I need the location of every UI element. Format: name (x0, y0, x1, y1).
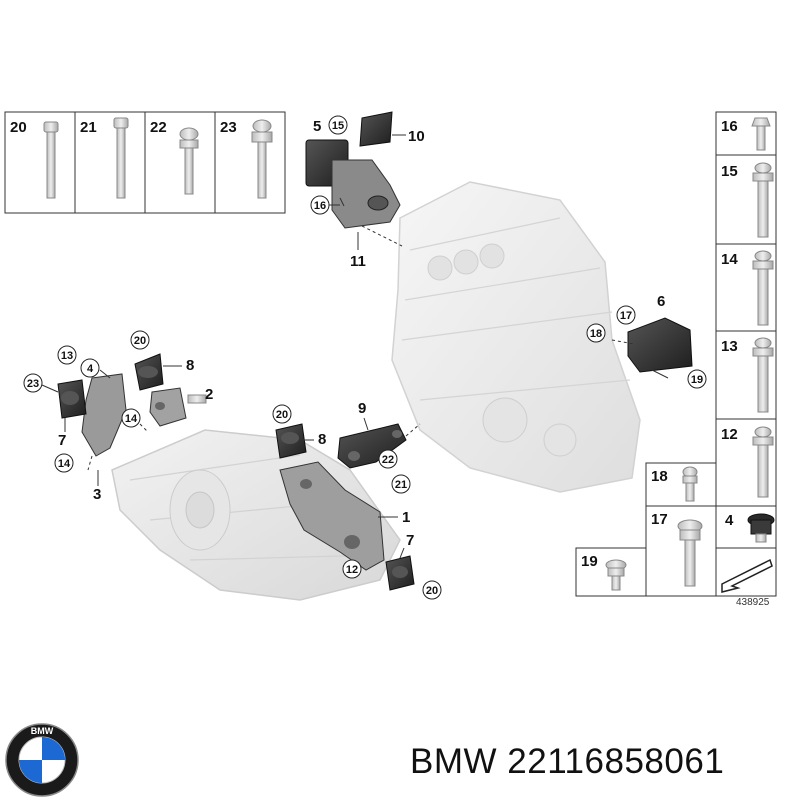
right-mount-assembly (611, 317, 693, 379)
callout-8a: 8 (186, 357, 194, 374)
bottom-right-panel: 18 4 17 19 (575, 462, 777, 597)
svg-text:20: 20 (276, 409, 288, 421)
svg-text:20: 20 (134, 335, 146, 347)
svg-text:19: 19 (691, 374, 703, 386)
callout-circle-20a: 20 (130, 330, 150, 350)
panel-label-4: 4 (725, 512, 734, 529)
part-caption: BMW 22116858061 (410, 742, 725, 781)
callout-circle-13: 13 (57, 345, 77, 365)
svg-text:23: 23 (27, 378, 39, 390)
svg-text:13: 13 (61, 350, 73, 362)
callout-5: 5 (313, 118, 321, 135)
bolt-17-image (677, 519, 703, 587)
svg-text:20: 20 (426, 585, 438, 597)
panel-label-17: 17 (651, 511, 668, 528)
callout-8b: 8 (318, 431, 326, 448)
svg-text:14: 14 (58, 458, 71, 470)
callout-circle-16: 16 (310, 195, 340, 215)
right-panel-label-14: 14 (721, 251, 738, 268)
engine-block (391, 181, 641, 493)
callout-circle-18: 18 (586, 323, 606, 343)
panel-label-19: 19 (581, 553, 598, 570)
svg-text:16: 16 (314, 200, 326, 212)
callout-circle-12: 12 (342, 559, 362, 579)
callout-6: 6 (657, 293, 665, 310)
svg-text:BMW: BMW (31, 726, 54, 736)
callout-7a: 7 (58, 432, 66, 449)
callout-3: 3 (93, 486, 101, 503)
bolt-14-image (752, 250, 774, 326)
callout-7b: 7 (406, 532, 414, 549)
callout-2: 2 (205, 386, 213, 403)
bolt-panel-label-23: 23 (220, 119, 237, 136)
bolt-13-image (752, 337, 774, 413)
right-panel-label-12: 12 (721, 426, 738, 443)
callout-11: 11 (350, 253, 366, 270)
bolt-21-image (113, 117, 129, 199)
bolt-15-image (752, 162, 774, 238)
bolt-panel-label-22: 22 (150, 119, 167, 136)
bolt-panel-label-21: 21 (80, 119, 97, 136)
svg-text:18: 18 (590, 328, 602, 340)
bolt-22-image (179, 127, 199, 195)
callout-circle-23: 23 (23, 373, 59, 393)
bolt-20-image (43, 121, 59, 199)
callout-circle-4: 4 (80, 358, 100, 378)
bmw-logo: BMW (5, 723, 79, 797)
bolt-18-image (682, 466, 698, 502)
right-panel-label-15: 15 (721, 163, 738, 180)
center-mount-assembly (275, 423, 421, 469)
callout-circle-19: 19 (687, 369, 707, 389)
svg-text:4: 4 (87, 363, 94, 375)
panel-label-18: 18 (651, 468, 668, 485)
upper-mount-assembly (305, 111, 403, 247)
callout-circle-15: 15 (328, 115, 348, 135)
callout-10: 10 (408, 128, 425, 145)
diagram-reference-code: 438925 (736, 597, 770, 608)
bolt-23-image (251, 119, 273, 199)
callout-circle-21: 21 (391, 474, 411, 494)
bolt-19-image (605, 559, 627, 591)
callout-circle-20b: 20 (272, 404, 292, 424)
svg-text:21: 21 (395, 479, 407, 491)
callout-circle-22: 22 (378, 449, 398, 469)
nut-4-image (747, 513, 775, 543)
svg-text:17: 17 (620, 310, 632, 322)
left-mount-assembly (57, 353, 207, 471)
callout-circle-14b: 14 (54, 453, 74, 473)
svg-text:12: 12 (346, 564, 358, 576)
right-panel-label-13: 13 (721, 338, 738, 355)
right-bolt-panel: 16 15 14 13 12 (715, 111, 777, 515)
svg-text:14: 14 (125, 413, 138, 425)
callout-circle-14a: 14 (121, 408, 141, 428)
direction-arrow-icon (721, 558, 773, 593)
callout-circle-17: 17 (616, 305, 636, 325)
bolt-12-image (752, 426, 774, 498)
callout-1: 1 (402, 509, 410, 526)
callouts: 5 10 11 6 8 2 7 3 9 8 1 7 15 16 17 (23, 115, 707, 600)
bolt-panel-label-20: 20 (10, 119, 27, 136)
svg-text:15: 15 (332, 120, 344, 132)
bottom-bracket-assembly (279, 461, 415, 591)
bolt-16-image (751, 117, 771, 151)
svg-text:22: 22 (382, 454, 394, 466)
callout-9: 9 (358, 400, 366, 417)
right-panel-label-16: 16 (721, 118, 738, 135)
top-bolt-panel: 20 21 22 23 (4, 111, 286, 214)
callout-circle-20c: 20 (422, 580, 442, 600)
